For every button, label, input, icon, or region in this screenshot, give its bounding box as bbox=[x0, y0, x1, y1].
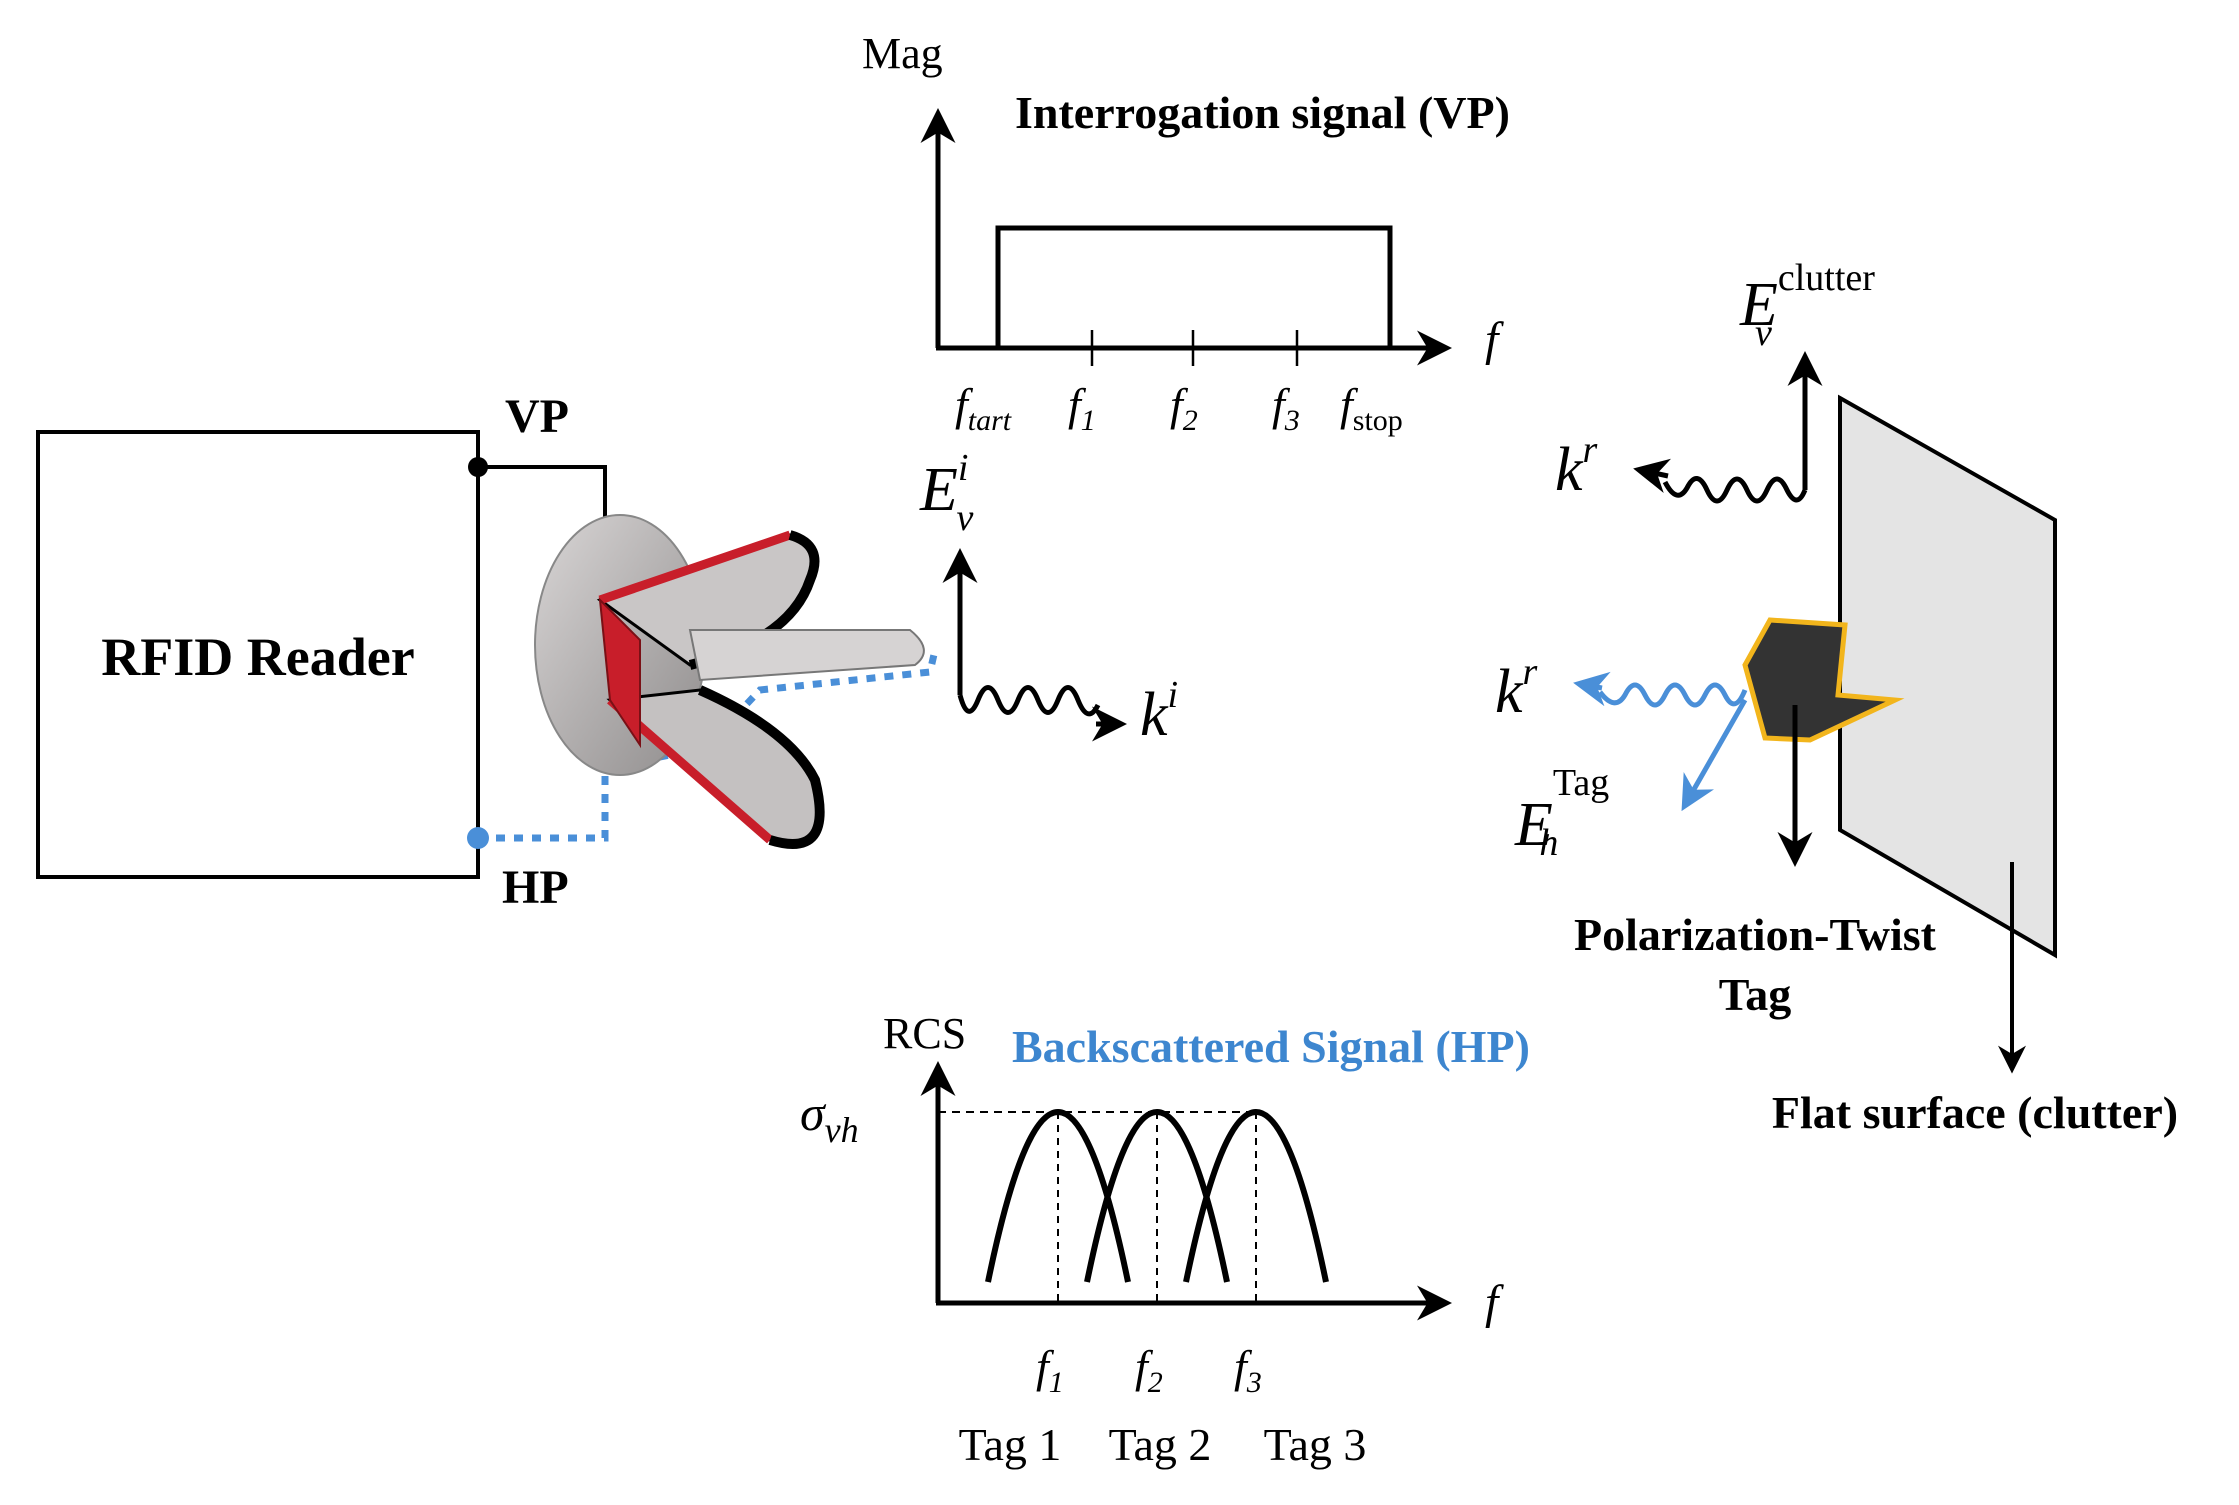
backscatter-level-label: σvh bbox=[800, 1085, 859, 1150]
tick-f3: f3 bbox=[1272, 379, 1300, 437]
tag-wave-label: kr bbox=[1495, 651, 1538, 726]
reader-label: RFID Reader bbox=[101, 627, 414, 687]
vp-port-label: VP bbox=[505, 390, 569, 443]
tag-wave-squiggle bbox=[1598, 682, 1748, 708]
backscatter-f2: f2 bbox=[1135, 1341, 1163, 1399]
backscatter-plot: RCS Backscattered Signal (HP) σvh f f1 f… bbox=[800, 1009, 1530, 1470]
backscatter-peaks bbox=[985, 1109, 1329, 1303]
tick-fstart: ftart bbox=[955, 379, 1012, 437]
tag-field-arrow bbox=[1681, 698, 1748, 812]
interrogation-ticks bbox=[1090, 330, 1299, 366]
tag-1-label: Tag 1 bbox=[959, 1419, 1062, 1470]
clutter-wave-label: kr bbox=[1555, 429, 1598, 504]
surface-label: Flat surface (clutter) bbox=[1772, 1087, 2178, 1138]
backscatter-f3: f3 bbox=[1234, 1341, 1262, 1399]
reader-box bbox=[36, 430, 480, 879]
dual-polarized-horn-antenna bbox=[534, 514, 925, 849]
backscatter-x-label: f bbox=[1485, 1276, 1504, 1329]
tag-2-label: Tag 2 bbox=[1109, 1419, 1212, 1470]
interrogation-title: Interrogation signal (VP) bbox=[1015, 87, 1510, 138]
tag-3-label: Tag 3 bbox=[1264, 1419, 1367, 1470]
flat-surface: Flat surface (clutter) bbox=[1772, 394, 2178, 1138]
clutter-wave-squiggle bbox=[1662, 476, 1808, 504]
tag-label-line2: Tag bbox=[1719, 969, 1791, 1020]
interrogation-y-label: Mag bbox=[862, 29, 943, 78]
incident-wave-squiggle bbox=[957, 685, 1101, 717]
interrogation-plot: Mag Interrogation signal (VP) f ftart f1… bbox=[862, 29, 1510, 437]
rfid-reader: RFID Reader bbox=[36, 430, 480, 879]
tick-fstop: fstop bbox=[1340, 379, 1403, 437]
tick-f2: f2 bbox=[1170, 379, 1198, 437]
backscatter-f1: f1 bbox=[1036, 1341, 1064, 1399]
tick-f1: f1 bbox=[1068, 379, 1096, 437]
tag-label-line1: Polarization-Twist bbox=[1574, 909, 1937, 960]
tag-shape bbox=[1742, 617, 1905, 743]
interrogation-x-label: f bbox=[1485, 313, 1504, 366]
hp-port-label: HP bbox=[502, 861, 569, 914]
surface-plate bbox=[1838, 394, 2057, 959]
hp-feed-line: HP bbox=[467, 649, 939, 914]
incident-wave-label: ki bbox=[1140, 674, 1178, 749]
polarization-twist-tag: Polarization-Twist Tag bbox=[1574, 617, 1937, 1020]
backscatter-title: Backscattered Signal (HP) bbox=[1012, 1021, 1530, 1072]
backscatter-y-label: RCS bbox=[883, 1009, 966, 1058]
interrogation-pulse bbox=[995, 225, 1393, 348]
